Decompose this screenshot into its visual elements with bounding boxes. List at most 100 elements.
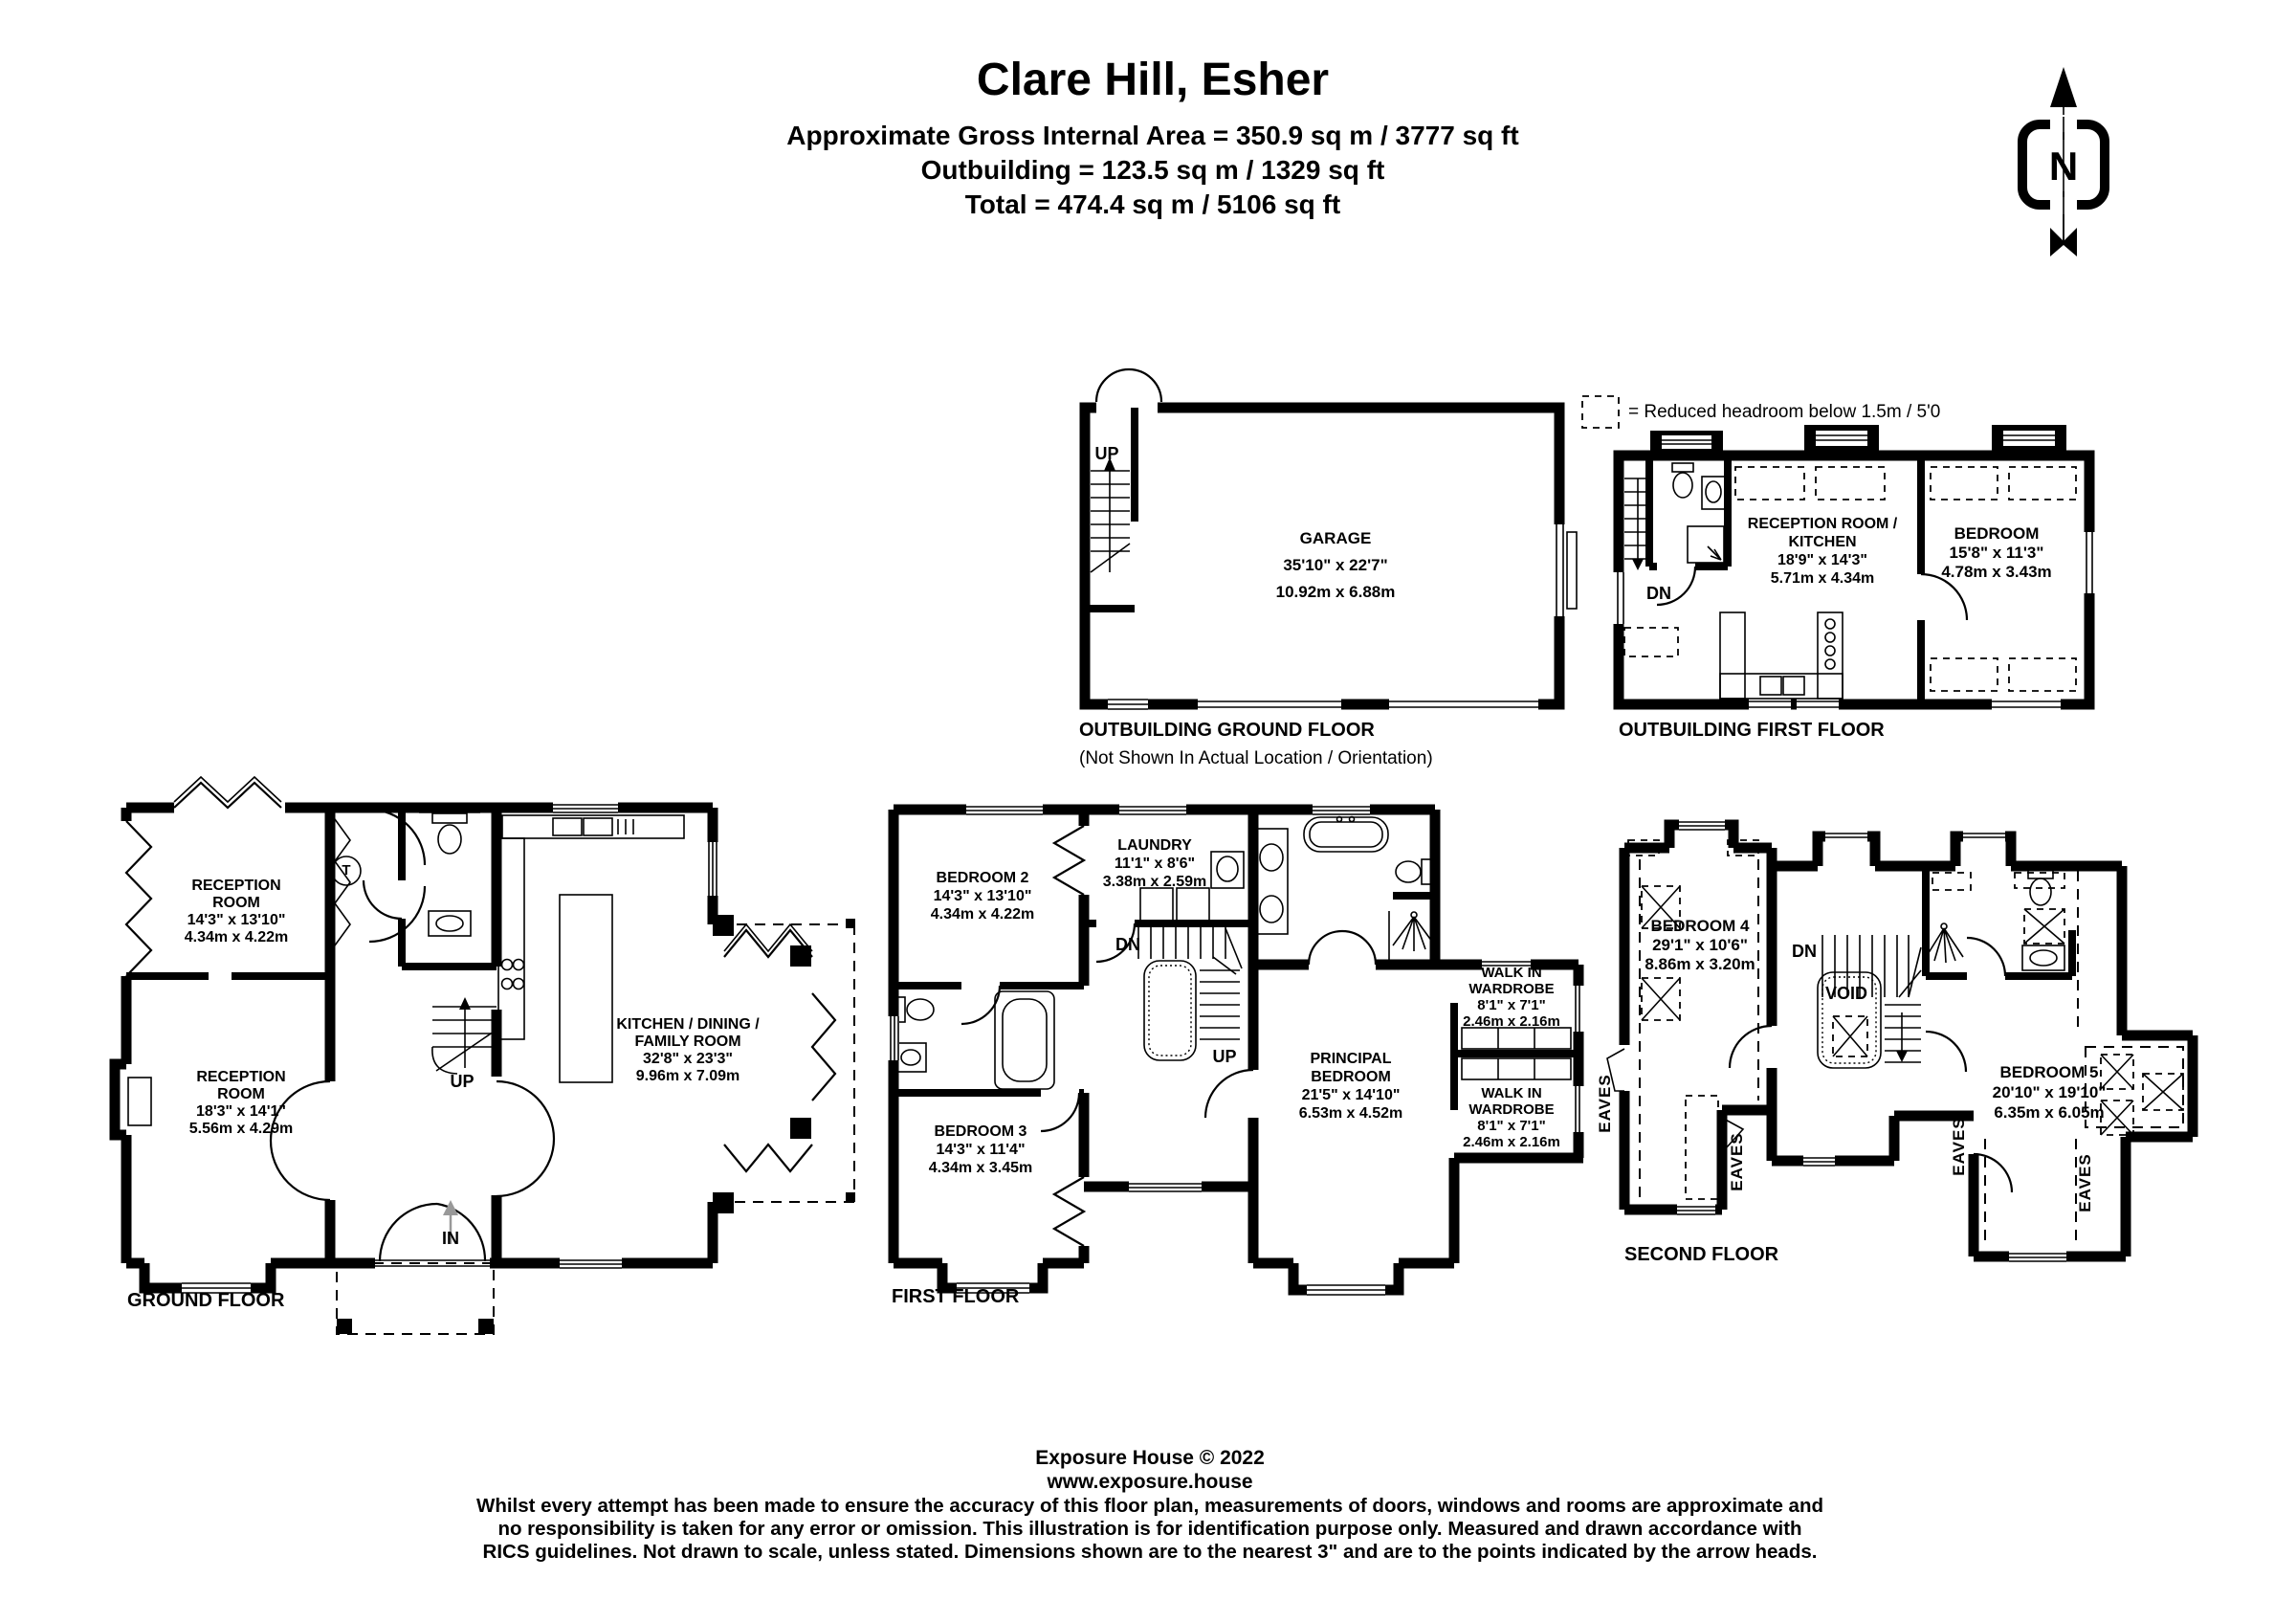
room-dim-imperial: 15'8" x 11'3" xyxy=(1949,544,2044,562)
room-label-reception-kitchen: RECEPTION ROOM / KITCHEN 18'9" x 14'3" 5… xyxy=(1748,515,1897,588)
room-name: BEDROOM xyxy=(1311,1069,1391,1085)
sink-icon xyxy=(428,910,472,937)
room-name: BEDROOM 3 xyxy=(934,1123,1027,1140)
room-name: RECEPTION xyxy=(191,878,281,894)
room-dim-metric: 10.92m x 6.88m xyxy=(1275,583,1396,601)
room-label-outbuilding-bedroom: BEDROOM 15'8" x 11'3" 4.78m x 3.43m xyxy=(1941,524,2051,582)
room-label-reception-1: RECEPTION ROOM 14'3" x 13'10" 4.34m x 4.… xyxy=(185,878,289,946)
room-name: BEDROOM 4 xyxy=(1650,917,1750,935)
room-name: GARAGE xyxy=(1299,529,1372,547)
stairs-icon xyxy=(1821,935,1922,1063)
room-dim-imperial: 14'3" x 13'10" xyxy=(187,912,286,928)
outbuilding-first-plan xyxy=(1613,425,2097,712)
room-label-walkin-wardrobe-2: WALK IN WARDROBE 8'1" x 7'1" 2.46m x 2.1… xyxy=(1463,1085,1560,1150)
floor-label-outbuilding-ground: OUTBUILDING GROUND FLOOR xyxy=(1079,720,1375,741)
room-label-walkin-wardrobe-1: WALK IN WARDROBE 8'1" x 7'1" 2.46m x 2.1… xyxy=(1463,965,1560,1030)
room-dim-imperial: 35'10" x 22'7" xyxy=(1283,556,1388,574)
room-name: BEDROOM xyxy=(1954,524,2040,543)
eaves-label: EAVES xyxy=(1950,1117,1968,1176)
room-name: WALK IN xyxy=(1481,1085,1542,1101)
sink-icon xyxy=(894,1042,927,1073)
room-dim-metric: 5.71m x 4.34m xyxy=(1770,570,1875,587)
outbuilding-area-line: Outbuilding = 123.5 sq m / 1329 sq ft xyxy=(920,155,1385,185)
disclaimer-line: Whilst every attempt has been made to en… xyxy=(475,1495,1824,1517)
toilet-icon xyxy=(894,996,935,1023)
room-dim-imperial: 18'9" x 14'3" xyxy=(1777,552,1867,568)
glazed-extension-outline xyxy=(713,915,855,1213)
room-dim-metric: 4.34m x 4.22m xyxy=(930,906,1035,923)
room-name: WARDROBE xyxy=(1468,981,1555,997)
stair-up-label: UP xyxy=(450,1072,475,1091)
eaves-label: EAVES xyxy=(1596,1074,1614,1133)
stair-dn-label: DN xyxy=(1115,935,1140,954)
room-label-bedroom-4: BEDROOM 4 29'1" x 10'6" 8.86m x 3.20m xyxy=(1645,917,1755,974)
room-name: WALK IN xyxy=(1481,965,1542,981)
room-dim-metric: 4.34m x 4.22m xyxy=(184,929,289,945)
room-dim-metric: 6.35m x 6.05m xyxy=(1994,1103,2105,1122)
room-name: WARDROBE xyxy=(1468,1101,1555,1118)
room-dim-imperial: 11'1" x 8'6" xyxy=(1114,856,1196,872)
room-label-bedroom-3: BEDROOM 3 14'3" x 11'4" 4.34m x 3.45m xyxy=(929,1123,1033,1177)
thermostat-label: T xyxy=(342,862,351,878)
stair-up-label: UP xyxy=(1212,1047,1237,1066)
sink-icon xyxy=(2021,945,2065,971)
eaves-access-icon xyxy=(1606,1048,1625,1092)
gross-area-line: Approximate Gross Internal Area = 350.9 … xyxy=(786,121,1519,150)
bath-icon xyxy=(994,990,1055,1090)
website-line: www.exposure.house xyxy=(1047,1471,1253,1493)
ground-floor-plan xyxy=(109,775,855,1335)
eaves-label: EAVES xyxy=(2076,1153,2094,1212)
eaves-label: EAVES xyxy=(1728,1132,1746,1191)
room-name: RECEPTION xyxy=(196,1069,286,1085)
entry-in-label: IN xyxy=(442,1229,459,1248)
island-icon xyxy=(559,894,613,1083)
disclaimer-line: no responsibility is taken for any error… xyxy=(497,1518,1802,1540)
stairs-icon xyxy=(1137,925,1243,1061)
room-label-reception-2: RECEPTION ROOM 18'3" x 14'1" 5.56m x 4.2… xyxy=(189,1069,294,1138)
void-label: VOID xyxy=(1824,984,1868,1003)
room-name: ROOM xyxy=(212,895,260,911)
shower-icon xyxy=(1924,923,1964,964)
north-label: N xyxy=(2048,144,2079,189)
skylight-icon xyxy=(1641,885,1681,1021)
kitchen-counter-icon xyxy=(497,814,685,1083)
stair-up-label: UP xyxy=(1094,444,1119,463)
north-arrow-icon xyxy=(2018,67,2109,256)
sink-icon xyxy=(1701,476,1726,510)
stair-dn-label: DN xyxy=(1792,942,1817,961)
kitchen-counter-icon xyxy=(1719,611,1843,700)
wardrobe-rail-icon xyxy=(1461,1027,1572,1080)
room-label-bedroom-5: BEDROOM 5 20'10" x 19'10" 6.35m x 6.05m xyxy=(1993,1062,2107,1123)
page-title: Clare Hill, Esher xyxy=(976,55,1330,105)
vanity-icon xyxy=(1254,828,1289,935)
room-dim-metric: 2.46m x 2.16m xyxy=(1463,1134,1560,1150)
copyright-line: Exposure House © 2022 xyxy=(1035,1447,1265,1469)
second-floor-plan xyxy=(1606,819,2198,1262)
porch-outline xyxy=(336,1262,495,1335)
room-dim-imperial: 20'10" x 19'10" xyxy=(1992,1083,2107,1101)
room-name: PRINCIPAL xyxy=(1310,1051,1392,1067)
stairs-icon xyxy=(431,997,497,1075)
shower-icon xyxy=(1388,911,1436,963)
stairs-icon xyxy=(1085,408,1138,612)
floor-label-ground: GROUND FLOOR xyxy=(127,1290,285,1311)
room-name: RECEPTION ROOM / xyxy=(1747,516,1898,532)
room-name: LAUNDRY xyxy=(1117,837,1192,854)
entry-arrow-icon xyxy=(443,1200,458,1244)
outbuilding-note: (Not Shown In Actual Location / Orientat… xyxy=(1079,748,1433,768)
toilet-icon xyxy=(2027,868,2054,906)
room-name: BEDROOM 5 xyxy=(1999,1063,2099,1081)
room-label-bedroom-2: BEDROOM 2 14'3" x 13'10" 4.34m x 4.22m xyxy=(931,869,1035,923)
room-label-principal-bedroom: PRINCIPAL BEDROOM 21'5" x 14'10" 6.53m x… xyxy=(1299,1050,1403,1123)
room-dim-metric: 8.86m x 3.20m xyxy=(1645,955,1755,973)
legend-label: = Reduced headroom below 1.5m / 5'0 xyxy=(1628,402,1941,422)
fireplace-icon xyxy=(127,1077,152,1126)
room-name: ROOM xyxy=(217,1086,265,1102)
room-name: BEDROOM 2 xyxy=(936,870,1029,886)
room-label-kitchen-dining: KITCHEN / DINING / FAMILY ROOM 32'8" x 2… xyxy=(616,1016,759,1085)
toilet-icon xyxy=(431,812,468,855)
room-dim-imperial: 8'1" x 7'1" xyxy=(1477,997,1546,1013)
disclaimer-line: RICS guidelines. Not drawn to scale, unl… xyxy=(482,1541,1818,1563)
